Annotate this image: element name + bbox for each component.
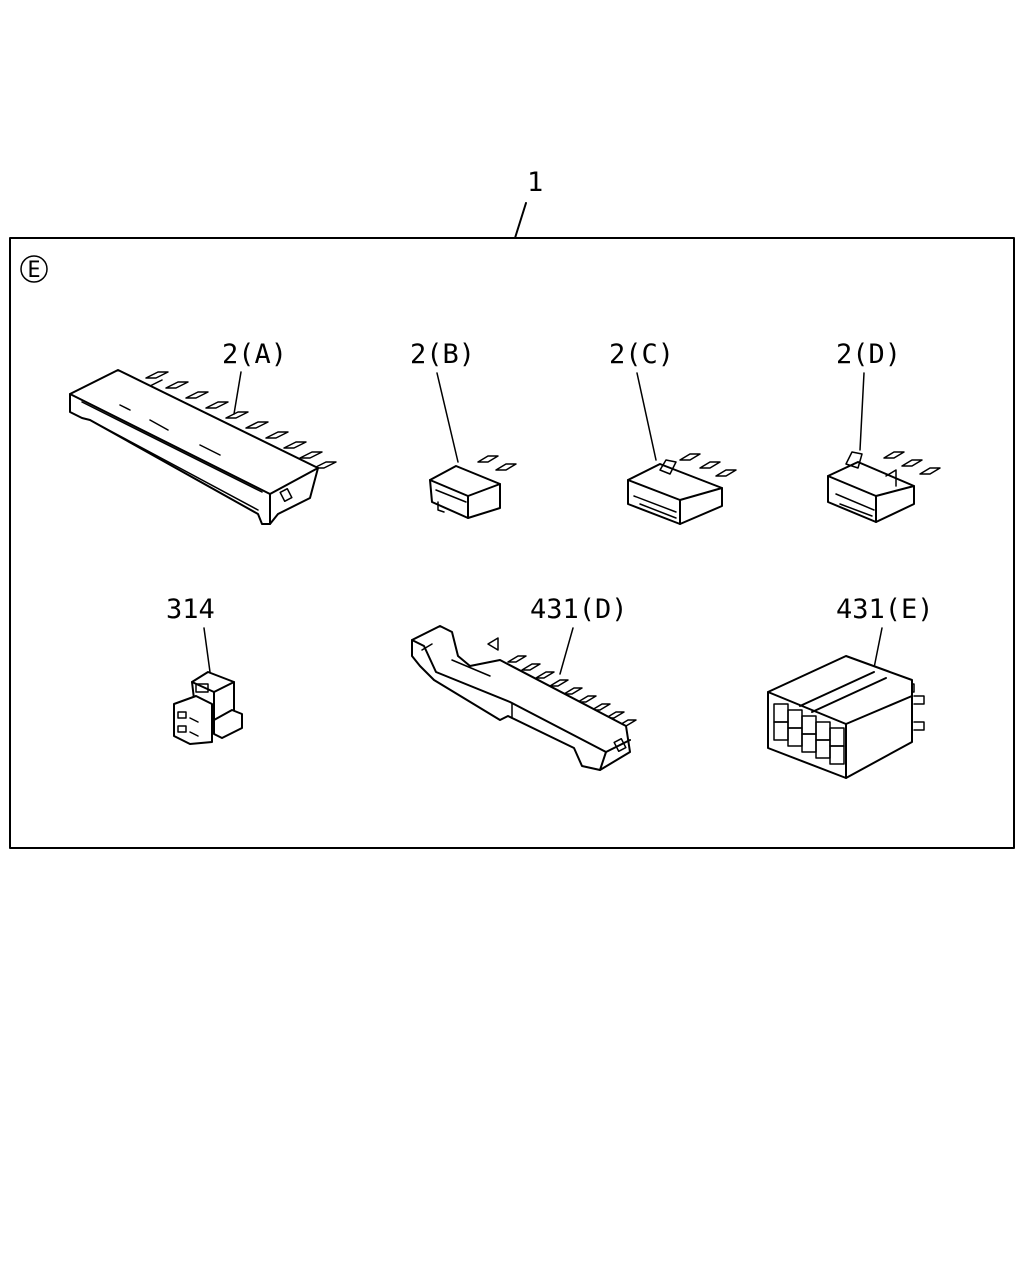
part-314[interactable]: 314: [166, 594, 243, 745]
part-431d-leader: [559, 627, 574, 675]
part-431e-callout: 431(E): [836, 594, 934, 625]
part-2c[interactable]: 2(C): [609, 339, 737, 525]
part-2a-drawing: [69, 369, 337, 525]
part-2c-callout: 2(C): [609, 339, 674, 370]
part-2d-drawing: [827, 451, 941, 523]
part-314-drawing: [173, 671, 243, 745]
part-2d[interactable]: 2(D): [827, 339, 941, 523]
part-431d-drawing: [411, 625, 637, 771]
part-2d-leader: [859, 372, 865, 451]
part-2b[interactable]: 2(B): [410, 339, 517, 519]
part-2c-leader: [636, 372, 657, 461]
part-314-callout: 314: [166, 594, 215, 625]
part-2a-callout: 2(A): [222, 339, 287, 370]
assembly-callout-label: 1: [527, 167, 543, 198]
variant-mark: E: [20, 255, 48, 283]
part-2a-leader: [233, 371, 242, 415]
part-2d-callout: 2(D): [836, 339, 901, 370]
part-2a[interactable]: 2(A): [69, 339, 337, 525]
part-2b-leader: [436, 372, 459, 463]
part-314-leader: [203, 627, 211, 673]
part-2c-drawing: [627, 453, 737, 525]
part-2b-callout: 2(B): [410, 339, 475, 370]
variant-mark-letter: E: [27, 258, 40, 283]
part-431e[interactable]: 431(E): [767, 594, 934, 779]
part-2b-drawing: [429, 455, 517, 519]
assembly-callout[interactable]: 1: [514, 167, 543, 239]
assembly-frame: [9, 237, 1015, 849]
variant-mark-circle: [20, 255, 48, 283]
part-431e-drawing: [767, 655, 925, 779]
part-431d[interactable]: 431(D): [411, 594, 637, 771]
assembly-leader-line: [514, 202, 527, 239]
part-431d-callout: 431(D): [530, 594, 628, 625]
part-431e-leader: [873, 627, 883, 669]
